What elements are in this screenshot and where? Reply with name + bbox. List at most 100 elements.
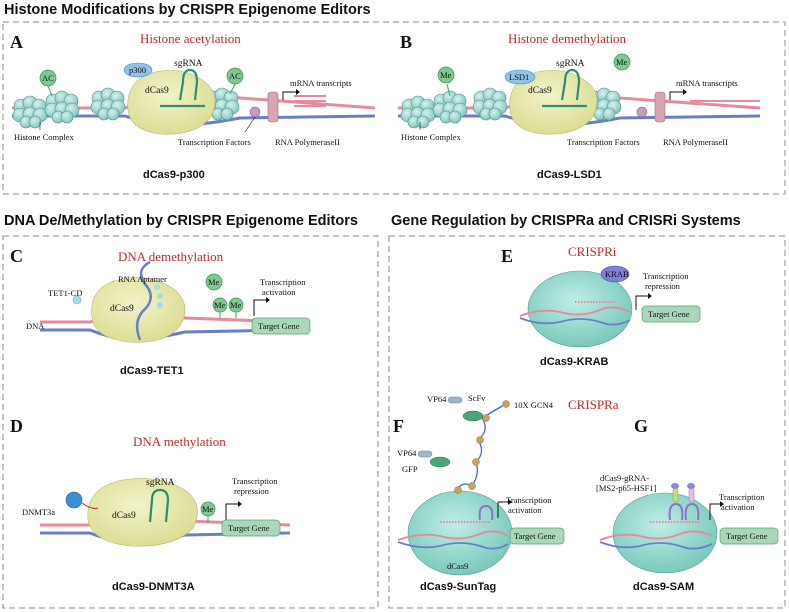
histone-icon [44,90,80,124]
rna-aptamer-label: RNA Aptamer [118,274,167,284]
vp64-label: VP64 [427,394,447,404]
panel-b: B Histone demethylation Me Me dCas9 sgRN… [398,31,761,181]
dcas9-protein-icon [87,478,198,547]
transcription-factors-label: Transcription Factors [567,137,640,147]
target-gene-box [509,527,565,545]
dna-label: DNA [26,321,45,331]
transcription-line2: activation [508,505,542,515]
section-title-dna: DNA De/Methylation by CRISPR Epigenome E… [4,213,358,229]
panel-g: G dCas9-gRNA- [MS2-p65-HSF1] Transcripti… [596,416,779,593]
panel-e-letter: E [501,246,513,266]
histone-complex-label: Histone Complex [14,132,74,142]
target-gene-box [719,527,779,545]
dcas9-label: dCas9 [110,304,134,314]
panel-a-letter: A [10,32,23,52]
dna-strand-pink [397,530,509,541]
gfp-domain-icon [429,456,451,468]
panel-f-letter: F [393,416,404,436]
vp64-domain-icon [417,450,433,458]
rna-polymerase-icon [267,91,279,123]
gcn4-label: 10X GCN4 [514,400,554,410]
panel-d-title: DNA methylation [133,434,226,449]
sgrna-label: sgRNA [174,59,203,69]
target-gene-label: Target Gene [726,531,768,541]
panel-g-caption: dCas9-SAM [633,581,694,593]
tet1-domain-icon [72,295,82,305]
mark-label: Me [230,300,242,310]
panel-f: F dCas9 10X GCN4 VP64 ScFv VP64 GFP Tran… [393,393,565,593]
panel-a: A Histone acetylation AC AC dCas9 sgRNA … [10,31,376,181]
dcas9-label: dCas9 [145,86,169,96]
transcription-line2: activation [721,502,755,512]
histone-icon [400,95,436,129]
acetyl-mark-icon [226,67,244,85]
rna-pol-label: RNA PolymeraseII [663,137,728,147]
ms2-p65-icon [672,487,679,503]
enzyme-label: LSD1 [509,72,529,82]
gfp-label: GFP [402,464,418,474]
target-gene-box [251,317,311,335]
mark-label: Me [202,504,214,514]
section-title-histone: Histone Modifications by CRISPR Epigenom… [4,2,371,18]
panel-b-title: Histone demethylation [508,31,627,46]
rna-pol-label: RNA PolymeraseII [275,137,340,147]
dna-strand-pink [519,306,631,317]
transcription-line1: Transcription [719,492,765,502]
methyl-mark-icon [437,66,455,84]
mark-label: Me [208,277,220,287]
transcription-factors-label: Transcription Factors [178,137,251,147]
dcas9-protein-icon [612,492,718,574]
section-title-gene-regulation: Gene Regulation by CRISPRa and CRISRi Sy… [391,213,741,229]
transcription-line2: activation [262,287,296,297]
scfv-domain-icon [462,410,484,422]
dna-strand-blue [397,541,509,550]
scfv-label: ScFv [468,393,486,403]
panel-c: C DNA demethylation DNA dCas9 RNA Aptame… [10,246,311,377]
dna-strand-blue [599,541,713,550]
mark-label: AC [229,71,241,81]
mrna-label: mRNA transcripts [290,78,352,88]
enzyme-label: KRAB [605,269,629,279]
crispra-title: CRISPRa [568,397,619,412]
sgrna-icon [560,68,581,101]
target-gene-label: Target Gene [514,531,556,541]
vp64-domain-icon [447,396,463,404]
transcription-factor-icon [249,106,261,118]
panel-box-left [2,235,379,609]
gcn4-epitope-icon [502,400,510,408]
lsd1-protein-icon [504,69,536,85]
mrna-label: mRNA transcripts [676,78,738,88]
krab-domain-icon [600,265,630,283]
histone-complex-label: Histone Complex [401,132,461,142]
transcription-line1: Transcription [506,495,552,505]
methyl-mark-icon [200,501,216,517]
histone-icon [12,95,48,129]
acetyl-mark-icon [39,69,57,87]
dna-strand-pink [599,530,713,541]
sam-complex-line2: [MS2-p65-HSF1] [596,483,657,493]
vp64-label: VP64 [397,448,417,458]
panel-d-caption: dCas9-DNMT3A [112,581,195,593]
transcription-line2: repression [234,486,270,496]
panel-a-title: Histone acetylation [140,31,241,46]
mark-label: Me [616,57,628,67]
dcas9-label: dCas9 [528,86,552,96]
enzyme-label: DNMT3a [22,507,55,517]
hsf1-icon [688,487,695,503]
target-gene-box [221,519,281,537]
sam-complex-line1: dCas9-gRNA- [600,473,649,483]
panel-box-top [2,21,786,195]
mark-label: Me [440,70,452,80]
dcas9-label: dCas9 [447,561,468,571]
panel-c-letter: C [10,246,23,266]
panel-e-caption: dCas9-KRAB [540,356,609,368]
mark-label: Me [214,300,226,310]
rna-aptamer-icon [135,260,152,341]
panel-d: D DNA methylation dCas9 sgRNA DNMT3a Me … [10,416,291,593]
dnmt3a-protein-icon [65,491,83,509]
panel-b-letter: B [400,32,412,52]
transcription-line2: repression [645,281,681,291]
sgrna-label: sgRNA [146,478,175,488]
dcas9-protein-icon [527,270,633,348]
